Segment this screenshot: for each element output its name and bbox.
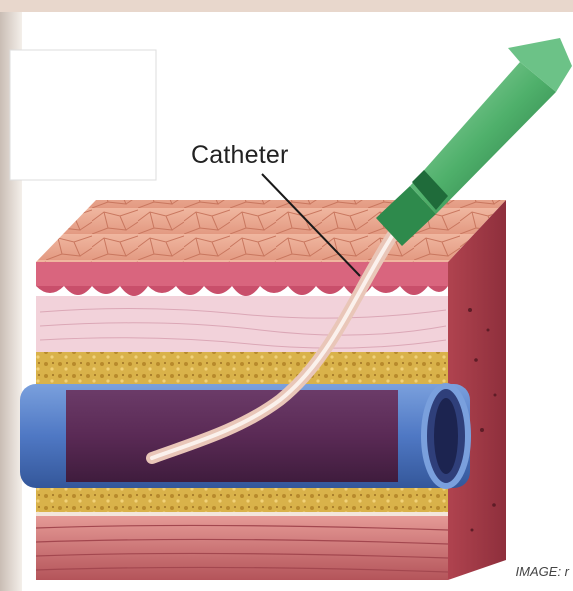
fascia-line [36, 512, 448, 516]
dermal-papillae [36, 286, 448, 296]
image-credit: IMAGE: r [516, 564, 569, 579]
epidermis-layer [36, 262, 448, 286]
catheter-label: Catheter [191, 141, 289, 170]
vein [20, 384, 470, 488]
vein-lumen [66, 390, 398, 482]
background-top-blur [0, 0, 573, 12]
vein-opening-inner [434, 398, 458, 474]
blank-panel [10, 50, 156, 180]
